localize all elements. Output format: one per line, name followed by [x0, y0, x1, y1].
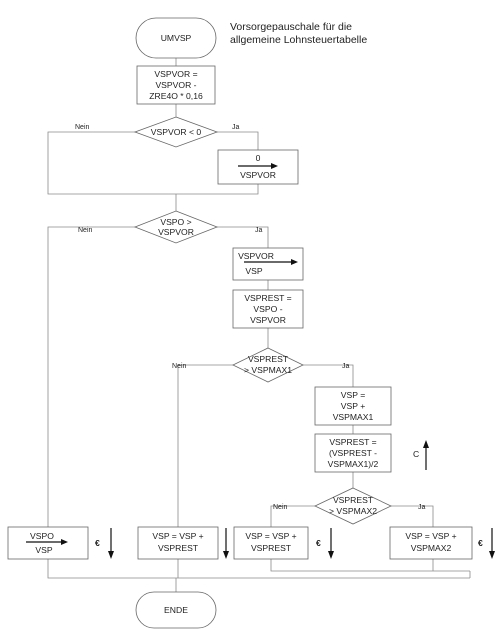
arrow-head-1: [271, 163, 278, 169]
step-vsp-max1-line-1: VSP =: [341, 390, 365, 400]
step-vsprest-half-line-3: VSPMAX1)/2: [328, 459, 379, 469]
euro-sign-c: €: [316, 538, 321, 548]
euro-sign-d: €: [478, 538, 483, 548]
start-label: UMVSP: [161, 33, 192, 43]
decision-max2-line-2: > VSPMAX2: [329, 506, 377, 516]
decision-vsprest-max2: VSPREST > VSPMAX2 Nein Ja: [273, 487, 426, 525]
end-box-vsp-vspmax2: VSP = VSP + VSPMAX2 €: [389, 526, 495, 560]
end-c-line-2: VSPREST: [251, 543, 292, 553]
decision-max1-line-2: > VSPMAX1: [244, 365, 292, 375]
step-vsprest-half-line-2: (VSPREST -: [329, 448, 377, 458]
euro-sign-a: €: [95, 538, 100, 548]
assign-vspvor-target: VSP: [245, 266, 262, 276]
assign-zero-value: 0: [256, 153, 261, 163]
step-vspvor-line-1: VSPVOR =: [154, 69, 197, 79]
decision-1-yes-label: Ja: [232, 124, 240, 131]
decision-3-no-label: Nein: [172, 363, 187, 370]
exit-arrow-a-head: [108, 551, 114, 559]
loop-arrow-head: [423, 440, 429, 448]
end-label: ENDE: [164, 605, 188, 615]
step-vsprest-line-2: VSPO -: [253, 304, 282, 314]
assign-vspvor-vsp: VSPVOR VSP: [232, 247, 304, 281]
decision-vspvor-negative-label: VSPVOR < 0: [151, 127, 202, 137]
end-box-vsp-vsprest-right: VSP = VSP + VSPREST €: [233, 526, 334, 560]
end-terminal: ENDE: [135, 591, 217, 629]
end-a-value: VSPO: [30, 531, 54, 541]
exit-arrow-d-head: [489, 551, 495, 559]
step-vsp-max1-line-3: VSPMAX1: [333, 412, 374, 422]
decision-vsprest-max1: VSPREST > VSPMAX1 Nein Ja: [172, 347, 350, 383]
decision-vspo-greater: VSPO > VSPVOR Nein Ja: [78, 210, 263, 244]
start-terminal: UMVSP: [135, 17, 217, 59]
loop-marker: C: [413, 440, 429, 470]
decision-1-no-label: Nein: [75, 124, 90, 131]
step-vspvor-line-2: VSPVOR -: [155, 80, 196, 90]
step-vsp-max1-line-2: VSP +: [341, 401, 365, 411]
decision-2-yes-label: Ja: [255, 227, 263, 234]
title-note: Vorsorgepauschale für die allgemeine Loh…: [230, 21, 367, 46]
end-a-arrow-head: [61, 539, 68, 545]
assign-zero-target: VSPVOR: [240, 170, 276, 180]
step-vsp-max1: VSP = VSP + VSPMAX1: [314, 386, 392, 426]
exit-arrow-b-head: [223, 551, 229, 559]
exit-arrow-c-head: [328, 551, 334, 559]
assign-vspvor-value: VSPVOR: [238, 251, 274, 261]
end-box-vsp-vsprest-left: VSP = VSP + VSPREST: [137, 526, 229, 560]
step-vsprest-line-1: VSPREST =: [244, 293, 291, 303]
end-box-vspo-vsp: VSPO VSP €: [7, 526, 114, 560]
step-vspvor-line-3: ZRE4O * 0,16: [149, 91, 203, 101]
decision-vspo-line-1: VSPO >: [160, 217, 191, 227]
step-vsprest-line-3: VSPVOR: [250, 315, 286, 325]
end-a-target: VSP: [35, 545, 52, 555]
end-c-line-1: VSP = VSP +: [245, 531, 296, 541]
end-d-line-1: VSP = VSP +: [405, 531, 456, 541]
step-vspvor: VSPVOR = VSPVOR - ZRE4O * 0,16: [136, 65, 216, 105]
decision-4-yes-label: Ja: [418, 504, 426, 511]
decision-2-no-label: Nein: [78, 227, 93, 234]
decision-vspvor-negative: VSPVOR < 0 Nein Ja: [75, 116, 240, 148]
decision-4-no-label: Nein: [273, 504, 288, 511]
end-b-line-2: VSPREST: [158, 543, 199, 553]
arrow-head-2: [291, 259, 298, 265]
title-note-line-2: allgemeine Lohnsteuertabelle: [230, 34, 367, 46]
step-vsprest: VSPREST = VSPO - VSPVOR: [232, 289, 304, 329]
step-vsprest-half-line-1: VSPREST =: [329, 437, 376, 447]
assign-zero-vspvor: 0 VSPVOR: [217, 149, 299, 185]
step-vsprest-half: VSPREST = (VSPREST - VSPMAX1)/2: [314, 433, 392, 473]
decision-max2-line-1: VSPREST: [333, 495, 374, 505]
decision-3-yes-label: Ja: [342, 363, 350, 370]
decision-vspo-line-2: VSPVOR: [158, 227, 194, 237]
connector-lines: [47, 58, 471, 592]
end-b-line-1: VSP = VSP +: [152, 531, 203, 541]
loop-label: C: [413, 449, 419, 459]
end-d-line-2: VSPMAX2: [411, 543, 452, 553]
title-note-line-1: Vorsorgepauschale für die: [230, 21, 352, 33]
decision-max1-line-1: VSPREST: [248, 354, 289, 364]
